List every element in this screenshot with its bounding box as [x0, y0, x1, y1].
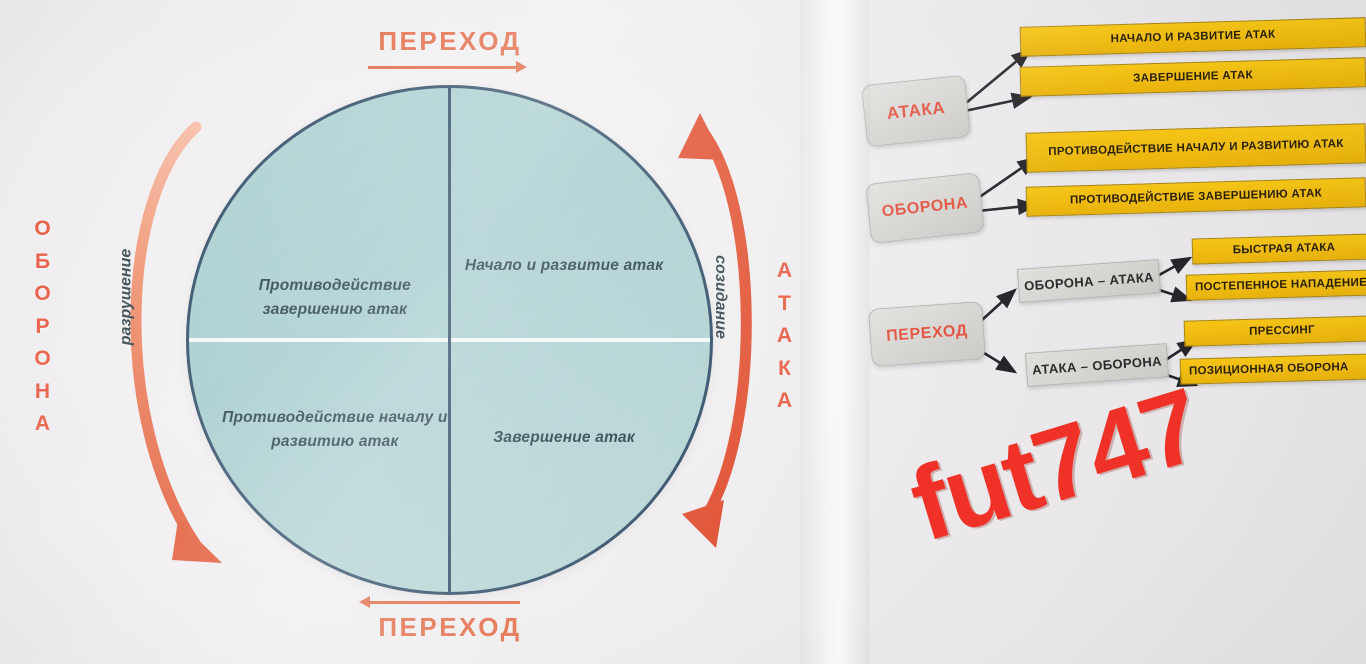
left-arc-arrowhead	[172, 520, 222, 563]
right-arc-arrowhead-top	[678, 113, 724, 160]
root-box-defence[interactable]: ОБОРОНА	[865, 172, 985, 244]
right-arc-arrowhead-bottom	[682, 500, 724, 548]
root-box-attack[interactable]: АТАКА	[861, 74, 971, 148]
root-box-attack-label: АТАКА	[885, 97, 947, 124]
leaf-pressing[interactable]: ПРЕССИНГ	[1183, 315, 1366, 347]
right-page: АТАКА ОБОРОНА ПЕРЕХОД НАЧАЛО И РАЗВИТИЕ …	[840, 0, 1366, 664]
leaf-attack-finish-label: ЗАВЕРШЕНИЕ АТАК	[1133, 69, 1253, 85]
root-box-defence-label: ОБОРОНА	[880, 194, 969, 221]
leaf-defence-counter-finish-label: ПРОТИВОДЕЙСТВИЕ ЗАВЕРШЕНИЮ АТАК	[1069, 187, 1323, 207]
creation-arc-label: созидание	[711, 255, 729, 339]
transition-label-bottom: ПЕРЕХОД	[378, 612, 522, 642]
circular-flow-arrows	[130, 113, 752, 563]
circle-body: Противодействие завершению атак Начало и…	[186, 85, 713, 595]
leaf-positional-defence[interactable]: ПОЗИЦИОННАЯ ОБОРОНА	[1179, 353, 1366, 385]
leaf-gradual-attack-label: ПОСТЕПЕННОЕ НАПАДЕНИЕ	[1194, 276, 1366, 294]
leaf-gradual-attack[interactable]: ПОСТЕПЕННОЕ НАПАДЕНИЕ	[1185, 269, 1366, 301]
transition-arrow-line-top	[368, 66, 518, 69]
mid-box-attack-defence-label: АТАКА – ОБОРОНА	[1031, 352, 1163, 378]
quadrant-top-left-label: Противодействие завершению атак	[258, 277, 412, 319]
left-arc-path	[130, 121, 202, 551]
quadrant-bottom-left-label: Противодействие началу и развитию атак	[222, 408, 448, 450]
root-box-transition[interactable]: ПЕРЕХОД	[868, 301, 986, 367]
mid-box-defence-attack-label: ОБОРОНА – АТАКА	[1023, 268, 1155, 294]
left-page: ПЕРЕХОД Противодействие завершению атак …	[26, 26, 802, 642]
edge-attack-1	[959, 48, 1033, 110]
transition-label-top: ПЕРЕХОД	[378, 26, 522, 56]
leaf-pressing-label: ПРЕССИНГ	[1248, 323, 1316, 338]
quadrant-top-right-label: Начало и развитие атак	[464, 257, 664, 275]
transition-arrow-line-bottom	[370, 601, 520, 604]
phases-circle: Противодействие завершению атак Начало и…	[186, 85, 713, 595]
quadrant-bottom-right-label: Завершение атак	[493, 428, 635, 446]
transition-arrow-head-right	[516, 61, 527, 73]
root-box-transition-label: ПЕРЕХОД	[885, 322, 969, 345]
leaf-attack-start-development-label: НАЧАЛО И РАЗВИТИЕ АТАК	[1110, 28, 1276, 46]
leaf-fast-attack-label: БЫСТРАЯ АТАКА	[1232, 241, 1336, 257]
leaf-positional-defence-label: ПОЗИЦИОННАЯ ОБОРОНА	[1188, 360, 1349, 378]
leaf-defence-counter-start-label: ПРОТИВОДЕЙСТВИЕ НАЧАЛУ И РАЗВИТИЮ АТАК	[1048, 137, 1344, 158]
edge-attack-2	[959, 92, 1033, 114]
transition-arrow-head-left	[359, 596, 370, 608]
vertical-divider	[448, 88, 451, 592]
destruction-arc-label: разрушение	[117, 248, 135, 346]
right-arc-path	[694, 122, 752, 526]
leaf-fast-attack[interactable]: БЫСТРАЯ АТАКА	[1191, 233, 1366, 265]
